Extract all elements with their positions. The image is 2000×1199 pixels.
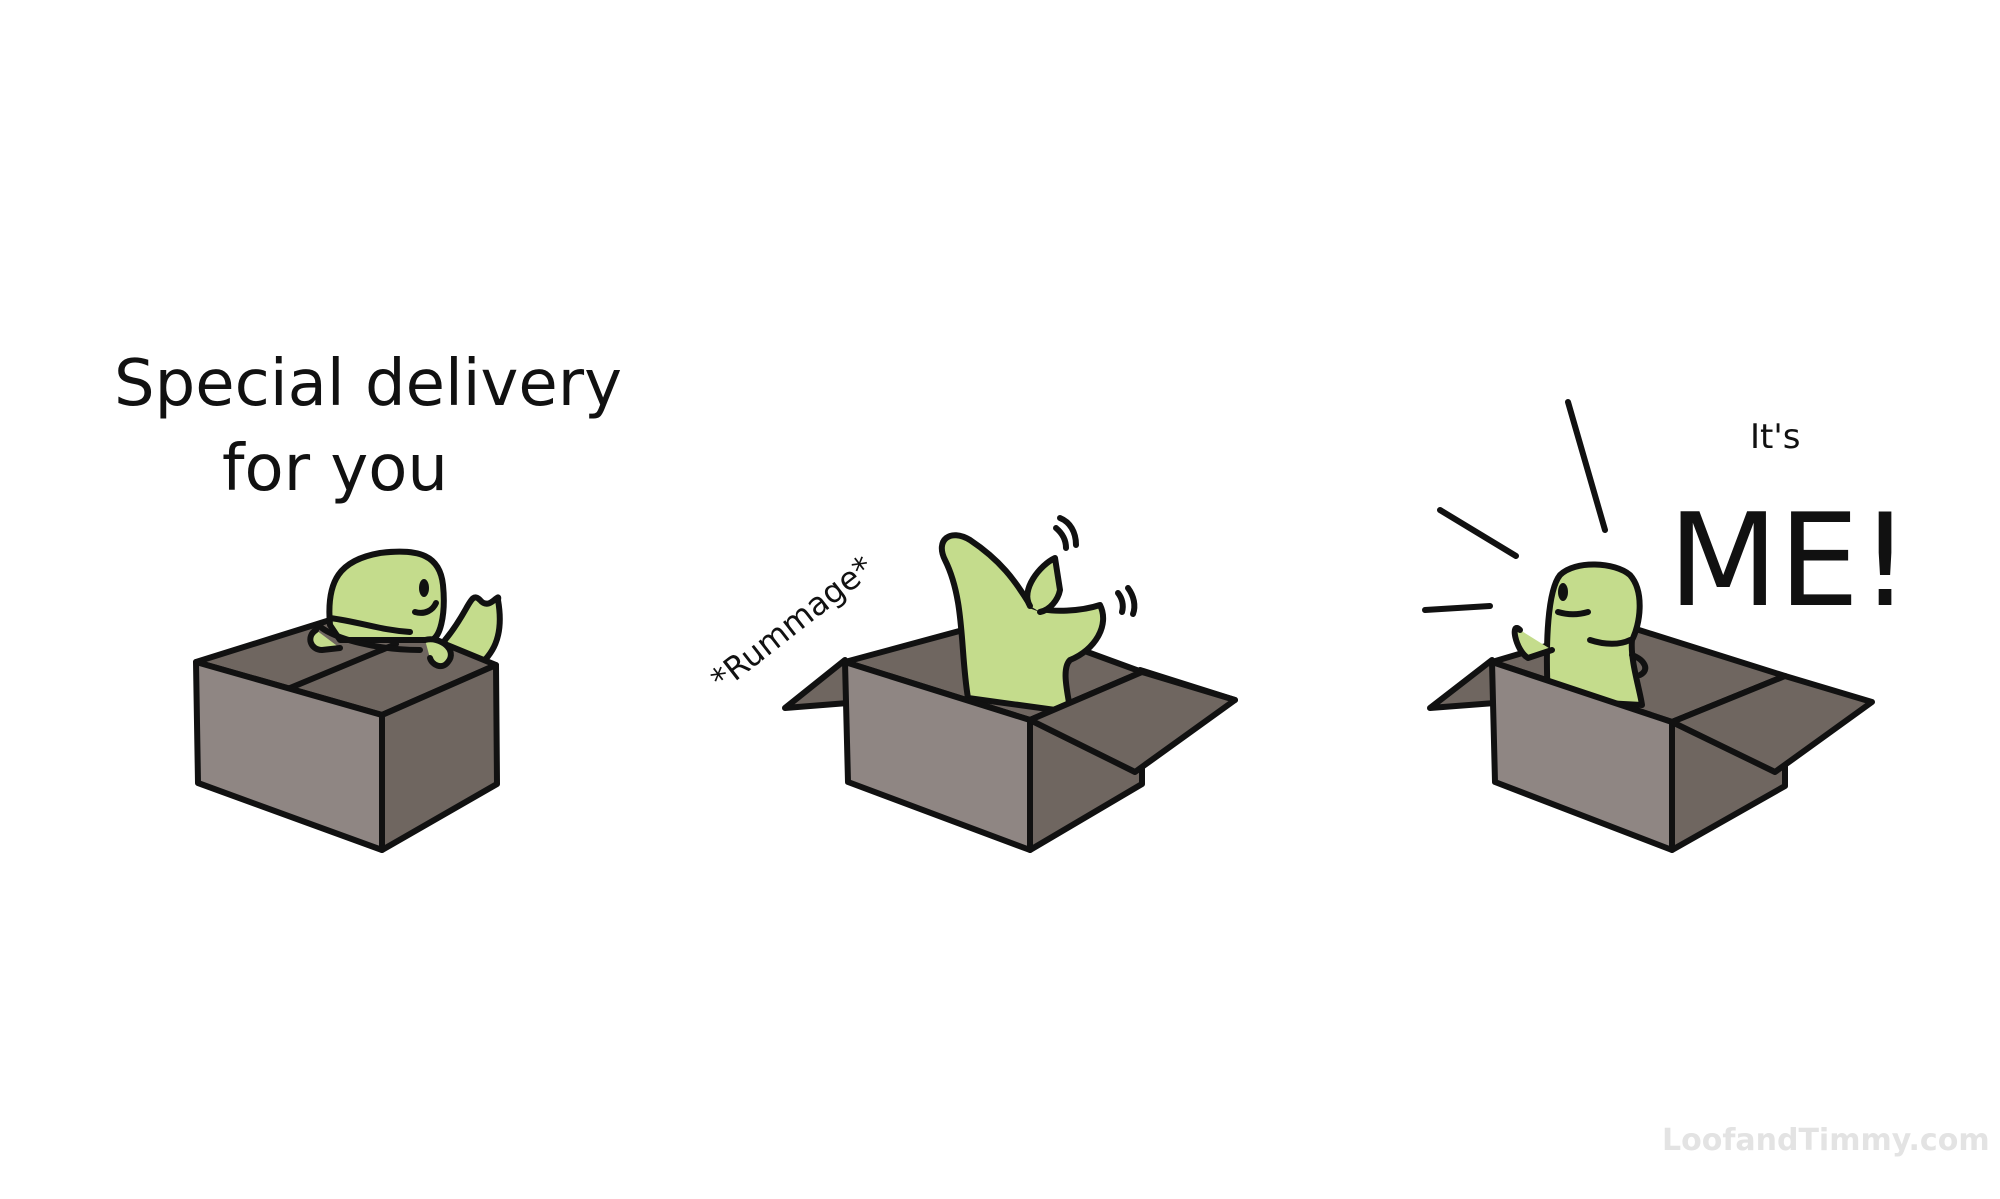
emphasis-lines (1422, 399, 1608, 613)
box-3 (1427, 561, 1875, 853)
panel-3: It's ME! (1422, 399, 1911, 853)
caption-line-2: for you (222, 432, 448, 506)
dino-character (938, 515, 1138, 715)
caption-its: It's (1750, 417, 1800, 457)
caption-me: ME! (1668, 487, 1911, 636)
dino-character (307, 548, 454, 670)
dino-character (1511, 561, 1649, 708)
watermark-text: LoofandTimmy.com (1662, 1123, 1990, 1158)
dino-eye (419, 579, 429, 597)
caption-line-1: Special delivery (114, 347, 622, 421)
panel-1: Special delivery for you (114, 347, 622, 853)
dino-eye (1558, 583, 1568, 601)
box-1 (193, 548, 500, 853)
box-2 (782, 515, 1238, 853)
panel-2: *Rummage* (704, 515, 1238, 853)
